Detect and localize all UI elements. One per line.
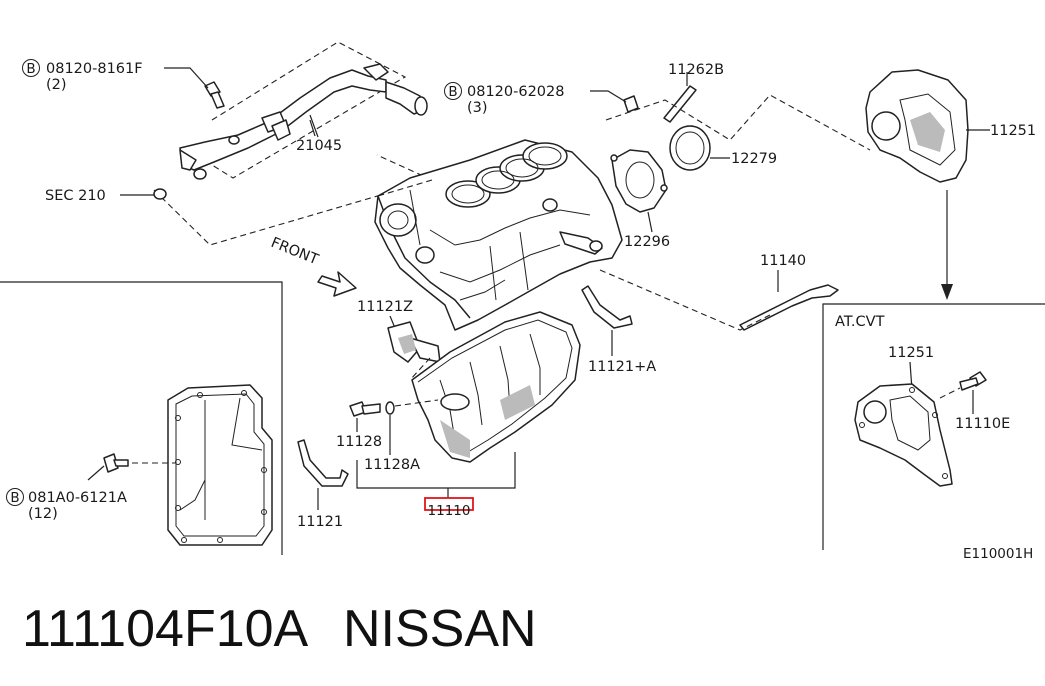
- leader-11110: [356, 452, 516, 489]
- bracket-11121a: 11121+A: [581, 285, 656, 375]
- label-11140: 11140: [760, 253, 806, 269]
- rear-oil-seal-group: [605, 72, 871, 213]
- footer-part-number: 111104F10A: [22, 600, 309, 658]
- label-11262b: 11262B: [668, 62, 724, 78]
- gasket-inset: [103, 384, 273, 546]
- circle-b-label-2: B: [448, 84, 457, 100]
- label-12279: 12279: [731, 151, 777, 167]
- callout-bolt-b2: B 08120-62028 (3): [444, 82, 627, 116]
- cylinder-block: [374, 139, 623, 331]
- label-qty-2: (2): [46, 77, 67, 93]
- label-11251: 11251: [990, 123, 1036, 139]
- label-11110: 11110: [428, 503, 471, 519]
- left-inset-frame: [0, 281, 283, 555]
- footer-brand: NISSAN: [343, 600, 537, 658]
- label-sec-210: SEC 210: [45, 188, 106, 204]
- strainer-11121z: 11121Z: [357, 299, 441, 363]
- highlight-11110-box: [424, 497, 474, 511]
- label-11121: 11121: [297, 514, 343, 530]
- label-08120-8161f: 08120-8161F: [46, 61, 143, 77]
- label-11110e: 11110E: [955, 416, 1010, 432]
- label-11121z: 11121Z: [357, 299, 413, 315]
- drain-plug-group: 11128 11128A: [336, 401, 420, 473]
- label-11121-a: 11121+A: [588, 359, 656, 375]
- callout-bolt-b3: B 081A0-6121A (12): [6, 465, 127, 522]
- label-12296: 12296: [624, 234, 670, 250]
- circle-b-label-1: B: [26, 61, 35, 77]
- label-figure-code: E110001H: [963, 546, 1033, 562]
- label-qty-12: (12): [28, 506, 58, 522]
- callout-bolt-b1: B 08120-8161F (2): [22, 59, 209, 93]
- label-qty-3: (3): [467, 100, 488, 116]
- label-at-cvt: AT.CVT: [835, 314, 885, 330]
- oil-pan-11110: [394, 311, 581, 463]
- label-081a0-6121a: 081A0-6121A: [28, 490, 127, 506]
- circle-b-label-3: B: [10, 490, 19, 506]
- rear-plate-11251: [865, 69, 990, 183]
- atcvt-inset: AT.CVT 11251 11110E E110001H: [835, 314, 1033, 562]
- bracket-11121: 11121: [297, 439, 349, 530]
- right-inset-frame: [822, 303, 1045, 550]
- label-11128a: 11128A: [364, 457, 420, 473]
- label-inset-11251: 11251: [888, 345, 934, 361]
- label-11128: 11128: [336, 434, 382, 450]
- label-08120-62028: 08120-62028: [467, 84, 565, 100]
- dipstick-11140: 11140: [599, 253, 839, 331]
- label-21045: 21045: [296, 138, 342, 154]
- down-arrow: [941, 190, 953, 300]
- water-pipe-21045: [153, 41, 434, 246]
- label-front: FRONT: [269, 235, 321, 268]
